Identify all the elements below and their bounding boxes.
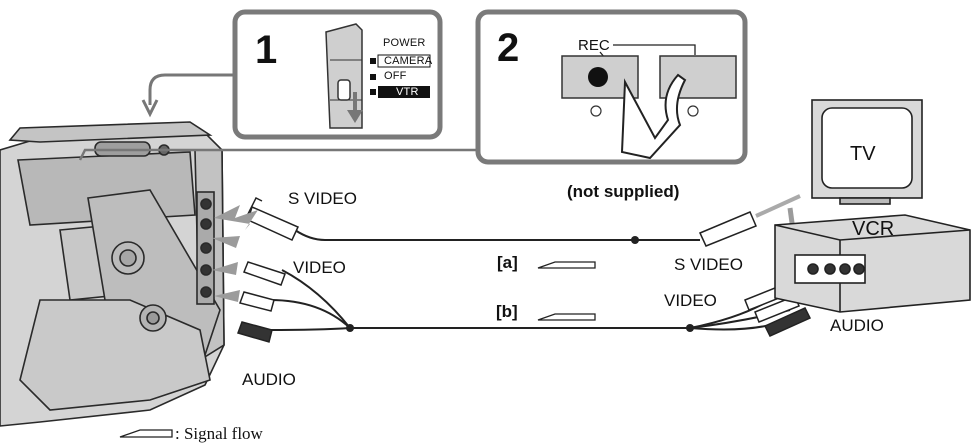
vcr-label: VCR [852,218,895,240]
signal-flow-arrow-b [537,313,596,321]
tv-illustration [811,99,923,205]
step-2-box [475,9,748,165]
audio-right-label: AUDIO [830,316,884,335]
camera-position-label: CAMERA [384,55,433,67]
cable-a-label: [a] [497,253,518,272]
power-switch-label: POWER [383,37,426,49]
cable-b-label: [b] [496,302,518,321]
step-1-box [232,9,443,140]
camera-indicator [370,58,376,64]
camcorder-illustration [0,121,225,427]
vcr-illustration [774,214,971,313]
tv-label: TV [850,143,876,165]
s-video-left-label: S VIDEO [288,189,357,208]
s-video-right-label: S VIDEO [674,255,743,274]
audio-left-label: AUDIO [242,370,296,389]
cables [267,229,791,331]
input-arrows [212,205,258,302]
off-indicator [370,74,376,80]
rec-label: REC [578,37,610,54]
reference-arrow [148,73,240,105]
step-1-number: 1 [255,28,278,72]
not-supplied-label: (not supplied) [567,182,680,201]
left-plugs [237,196,300,343]
video-right-label: VIDEO [664,291,717,310]
video-left-label: VIDEO [293,258,346,277]
legend-text: : Signal flow [175,424,263,443]
right-s-video-plug [698,194,801,247]
legend-arrow-icon [119,429,173,438]
vtr-position-label: VTR [396,86,419,98]
vtr-indicator [370,89,376,95]
signal-flow-arrow-a [537,261,596,269]
off-position-label: OFF [384,70,407,82]
step-2-number: 2 [497,26,520,70]
